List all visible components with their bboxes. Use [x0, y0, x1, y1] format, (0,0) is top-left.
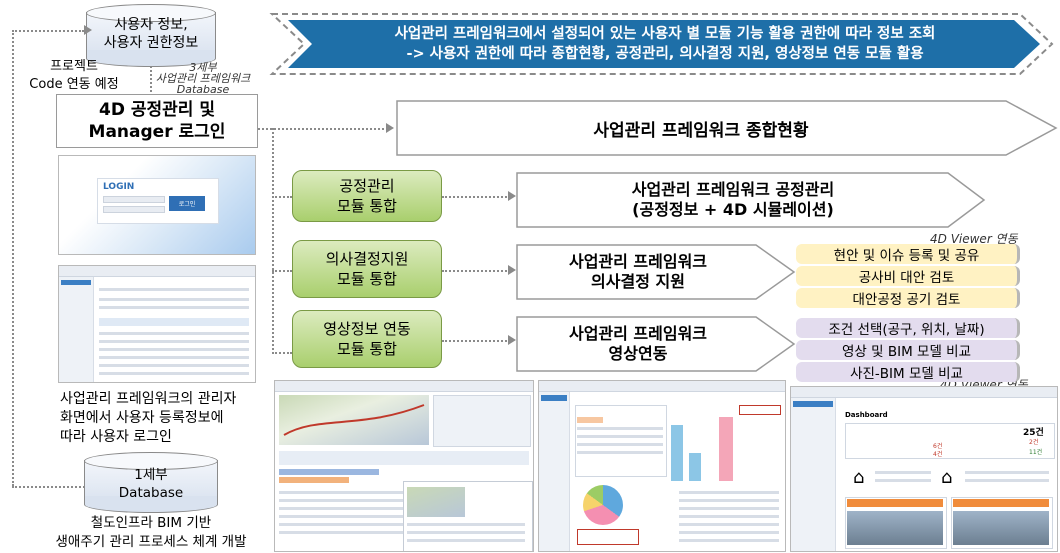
login-title: LOGIN: [103, 182, 135, 192]
image-item-3: 사진-BIM 모델 비교: [796, 362, 1020, 382]
home-icon: ⌂: [853, 467, 865, 488]
login-id-field[interactable]: [103, 196, 165, 203]
dash-count-red1: 6건: [933, 443, 943, 450]
module-decision: 의사결정지원 모듈 통합: [292, 240, 442, 298]
user-info-database: 사용자 정보, 사용자 권한정보: [86, 4, 216, 67]
target-decision: 사업관리 프레임워크 의사결정 지원: [568, 252, 708, 291]
login-screenshot: LOGIN 로그인: [58, 155, 256, 255]
banner-line1: 사업관리 프레임워크에서 설정되어 있는 사용자 별 모듈 기능 활용 권한에 …: [394, 26, 936, 42]
dash-count-2: 2건: [1029, 439, 1039, 446]
db-bottom-line1: 1세부: [134, 467, 168, 483]
sub1-database: 1세부 Database: [84, 452, 218, 513]
viewer-label-1: 4D Viewer 연동: [930, 232, 1018, 246]
target-process: 사업관리 프레임워크 공정관리 (공정정보 + 4D 시뮬레이션): [631, 180, 835, 219]
overview-box: 사업관리 프레임워크 종합현황: [593, 121, 809, 141]
decision-item-1: 현안 및 이슈 등록 및 공유: [796, 244, 1020, 264]
login-pw-field[interactable]: [103, 206, 165, 213]
banner-line2: -> 사용자 권한에 따라 종합현황, 공정관리, 의사결정 지원, 영상정보 …: [406, 46, 924, 62]
decision-item-2: 공사비 대안 검토: [796, 266, 1020, 286]
sub3-note: 3세부 사업관리 프레임워크 Database: [155, 61, 251, 96]
image-item-1: 조건 선택(공구, 위치, 날짜): [796, 318, 1020, 338]
dash-count-total: 25건: [1023, 428, 1044, 438]
target-image: 사업관리 프레임워크 영상연동: [568, 324, 708, 363]
db-top-line2: 사용자 권한정보: [103, 35, 199, 51]
home-icon-2: ⌂: [941, 467, 953, 488]
arrow-overview-icon: [386, 123, 394, 133]
image-screenshot: Dashboard 25건 6건 2건 4건 11건 ⌂ ⌂: [790, 386, 1058, 552]
db-bottom-line2: Database: [118, 485, 184, 501]
module-image: 영상정보 연동 모듈 통합: [292, 310, 442, 368]
arrow-to-db-icon: [84, 25, 92, 35]
admin-note: 사업관리 프레임워크의 관리자 화면에서 사용자 등록정보에 따라 사용자 로그…: [60, 391, 237, 445]
decision-item-3: 대안공정 공기 검토: [796, 288, 1020, 308]
bottom-note: 철도인프라 BIM 기반 생애주기 관리 프로세스 체계 개발: [55, 515, 247, 550]
dash-count-3: 11건: [1029, 449, 1043, 456]
image-item-2: 영상 및 BIM 모델 비교: [796, 340, 1020, 360]
process-screenshot: [274, 380, 534, 552]
login-button[interactable]: 로그인: [169, 196, 205, 211]
info-banner: [269, 13, 1054, 75]
dashboard-title: Dashboard: [845, 411, 888, 419]
admin-screenshot: [58, 265, 256, 383]
module-process: 공정관리 모듈 통합: [292, 170, 442, 222]
dash-count-red2: 4건: [933, 451, 943, 458]
login-box: 4D 공정관리 및 Manager 로그인: [56, 94, 258, 148]
decision-screenshot: [538, 380, 786, 552]
db-top-line1: 사용자 정보,: [114, 17, 188, 33]
project-note: 프로젝트 Code 연동 예정: [29, 59, 119, 92]
